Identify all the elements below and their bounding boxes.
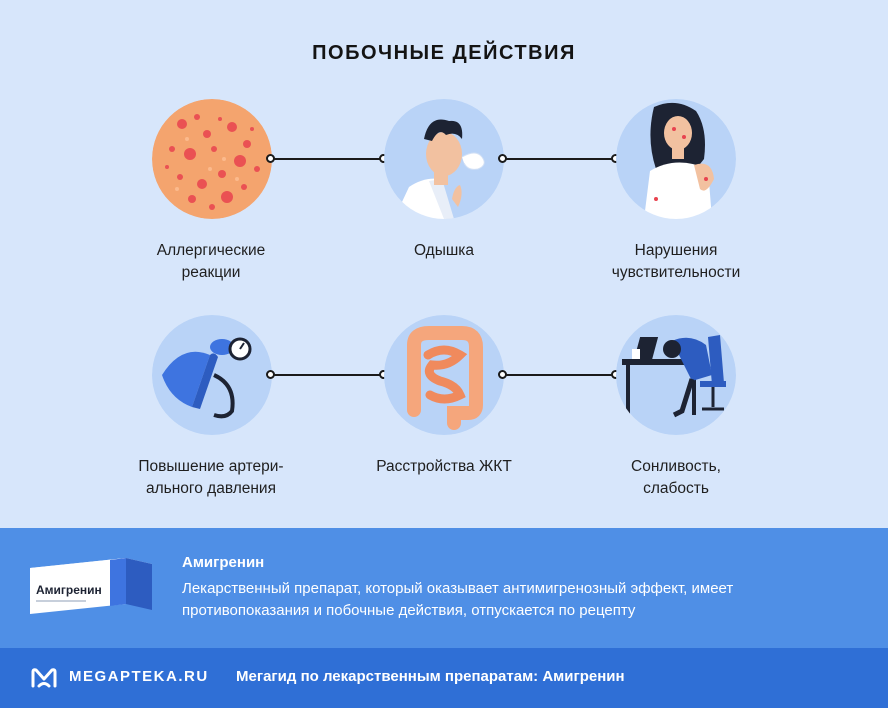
pack-label: Амигренин [36,583,102,597]
megapteka-logo-icon[interactable] [30,667,58,689]
effect-circle-sensitivity [616,99,736,219]
allergy-rash-icon [152,99,272,219]
effect-circle-allergy [152,99,272,219]
footer-caption: Мегагид по лекарственным препаратам: Ами… [236,668,625,685]
connector-1-2 [272,158,384,160]
effect-circle-breath [384,99,504,219]
effect-label-sleepy: Сонливость,слабость [631,458,721,497]
sensitivity-disorder-icon [616,99,736,219]
effect-circle-pressure [152,315,272,435]
effect-label-breath: Одышка [413,242,475,259]
footer [0,648,888,708]
sleepy-person-icon [616,315,736,435]
connector-4-5 [272,374,384,376]
shortness-of-breath-icon [384,99,504,219]
connector-2-3 [504,158,616,160]
medicine-pack-image: Амигренин [30,558,152,614]
page-title: ПОБОЧНЫЕ ДЕЙСТВИЯ [312,42,576,64]
effect-label-gi: Расстройства ЖКТ [376,458,512,475]
connector-5-6 [504,374,616,376]
product-description: Лекарственный препарат, который оказывае… [182,580,734,619]
product-name: Амигренин [182,554,265,571]
connector-dot [266,154,275,163]
footer-brand-link[interactable]: MEGAPTEKA.RU [69,668,209,685]
effect-circle-gi [384,315,504,435]
effect-circle-sleepy [616,315,736,435]
connector-dot [498,370,507,379]
connector-dot [498,154,507,163]
intestines-icon [384,315,504,435]
effect-label-pressure: Повышение артери-ального давления [138,458,284,497]
connector-dot [266,370,275,379]
blood-pressure-cuff-icon [152,315,272,435]
